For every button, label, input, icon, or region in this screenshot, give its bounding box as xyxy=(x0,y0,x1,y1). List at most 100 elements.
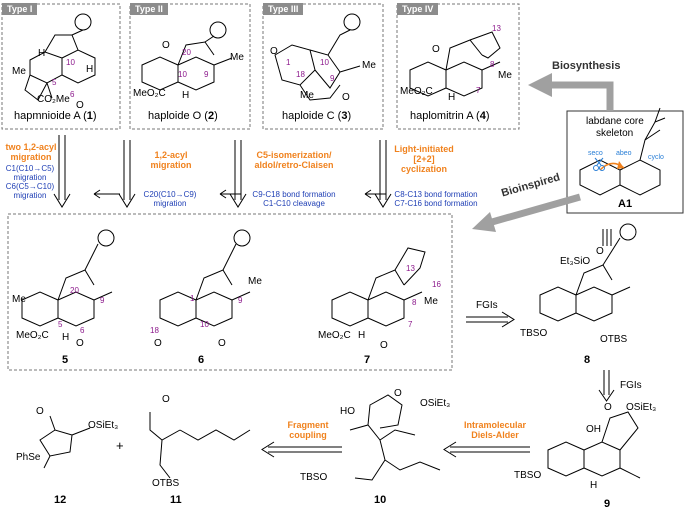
type1-close: ) xyxy=(92,110,97,122)
step1-blue-3: C6(C5→C10) xyxy=(5,182,55,191)
fgi-arrow-right xyxy=(466,311,515,328)
structure-3 xyxy=(274,13,361,101)
step2-blue-1: C20(C10→C9) xyxy=(143,190,197,199)
structure-7 xyxy=(331,247,426,327)
c6-atom-9: 9 xyxy=(238,296,243,305)
structure-2 xyxy=(141,21,233,91)
t2-h: H xyxy=(182,90,190,101)
step4-blue-1: C8-C13 bond formation xyxy=(394,190,478,199)
c8-tbso: TBSO xyxy=(520,328,548,339)
compound-11: 11 xyxy=(170,494,182,506)
type2-close: ) xyxy=(214,110,218,122)
step2-blue: C20(C10→C9) migration xyxy=(134,190,206,208)
type3-badge: Type III xyxy=(263,3,304,15)
c5-h: H xyxy=(62,332,70,343)
t4-h: H xyxy=(448,92,456,103)
c6-atom-1: 1 xyxy=(190,294,195,303)
c7-atom-16: 16 xyxy=(432,280,441,289)
structure-4 xyxy=(409,31,501,97)
step3-blue-2: C1-C10 cleavage xyxy=(263,199,325,208)
c10-tbso: TBSO xyxy=(300,472,328,483)
structure-12 xyxy=(39,415,91,469)
imda-label: Intramolecular Diels-Alder xyxy=(458,420,532,440)
t3-o-b: O xyxy=(342,92,350,103)
c11-o: O xyxy=(162,394,170,405)
equivalent-mark xyxy=(602,229,612,246)
t1-o: O xyxy=(76,100,84,111)
t4-atom-8: 8 xyxy=(490,60,495,69)
cyclo-label: cyclo xyxy=(648,154,664,161)
biosynthesis-arrow xyxy=(528,73,614,111)
type3-name: haploide C ( xyxy=(282,110,342,122)
labdane-title-1: labdane core xyxy=(586,116,644,127)
c8-otbs: OTBS xyxy=(600,334,628,345)
step2-blue-2: migration xyxy=(153,199,187,208)
step1-orange: two 1,2-acyl migration xyxy=(4,142,58,162)
c5-atom-5: 5 xyxy=(58,320,63,329)
c7-me: Me xyxy=(424,296,438,307)
c8-o: O xyxy=(596,246,604,257)
t4-atom-7: 7 xyxy=(476,86,481,95)
c12-o: O xyxy=(36,406,44,417)
step3-blue-1: C9-C18 bond formation xyxy=(252,190,336,199)
t2-atom-10: 10 xyxy=(178,70,187,79)
t2-atom-9: 9 xyxy=(204,70,209,79)
t2-me: Me xyxy=(230,52,244,63)
type2-number: 2 xyxy=(207,110,215,122)
imda-line-2: Diels-Alder xyxy=(471,430,519,440)
structure-8 xyxy=(539,223,637,322)
t3-o-a: O xyxy=(270,46,278,57)
step4-blue: C8-C13 bond formation C7-C16 bond format… xyxy=(386,190,486,208)
structure-1 xyxy=(24,13,96,101)
intermediate-box xyxy=(7,213,453,371)
c6-o-a: O xyxy=(154,338,162,349)
type3-box xyxy=(262,3,384,130)
c7-o: O xyxy=(380,340,388,351)
step4-orange: Light-initiated [2+2] cyclization xyxy=(390,144,458,174)
step4-orange-2: [2+2] xyxy=(413,154,435,164)
step3-blue: C9-C18 bond formation C1-C10 cleavage xyxy=(244,190,344,208)
abeo-label: abeo xyxy=(616,150,632,157)
type2-box xyxy=(129,3,251,130)
fragment-line-1: Fragment xyxy=(287,420,329,430)
type1-number: 1 xyxy=(86,110,93,122)
type1-caption: hapmnioide A (1) xyxy=(14,110,97,122)
step1-orange-1: two 1,2-acyl xyxy=(5,142,57,152)
step3-orange: C5-isomerization/ aldol/retro-Claisen xyxy=(244,150,344,170)
c7-atom-13: 13 xyxy=(406,264,415,273)
t2-atom-20: 20 xyxy=(182,48,191,57)
c9-o: O xyxy=(604,402,612,413)
compound-5: 5 xyxy=(62,354,69,366)
t4-o: O xyxy=(432,44,440,55)
step1-blue-1: C1(C10→C5) xyxy=(5,164,55,173)
compound-6: 6 xyxy=(198,354,205,366)
c7-meo2c: MeO₂C xyxy=(318,330,351,341)
step3-orange-2: aldol/retro-Claisen xyxy=(254,160,334,170)
t1-h-b: H xyxy=(86,64,94,75)
c7-h: H xyxy=(358,330,366,341)
type4-box xyxy=(396,3,520,130)
imda-arrow xyxy=(443,441,530,458)
retro-arrows-top xyxy=(53,135,392,208)
c7-atom-8: 8 xyxy=(412,298,417,307)
t3-atom-18: 18 xyxy=(296,70,305,79)
structure-5 xyxy=(21,229,115,327)
type2-caption: haploide O (2) xyxy=(148,110,218,122)
c12-osiet3: OSiEt₃ xyxy=(88,420,119,431)
structure-6 xyxy=(159,229,251,327)
c11-otbs: OTBS xyxy=(152,478,180,489)
c5-atom-20: 20 xyxy=(70,286,79,295)
t3-me-b: Me xyxy=(300,90,314,101)
type1-box xyxy=(1,3,121,130)
c10-ho: HO xyxy=(340,406,355,417)
type3-number: 3 xyxy=(341,110,348,122)
compound-7: 7 xyxy=(364,354,371,366)
t2-o: O xyxy=(162,40,170,51)
step4-orange-3: cyclization xyxy=(400,164,447,174)
t2-meo2c: MeO₂C xyxy=(133,88,166,99)
c12-phse: PhSe xyxy=(16,452,41,463)
labdane-title-2: skeleton xyxy=(596,128,634,139)
fgi-label-2: FGIs xyxy=(620,380,642,391)
type4-name: haplomitrin A ( xyxy=(410,110,480,122)
